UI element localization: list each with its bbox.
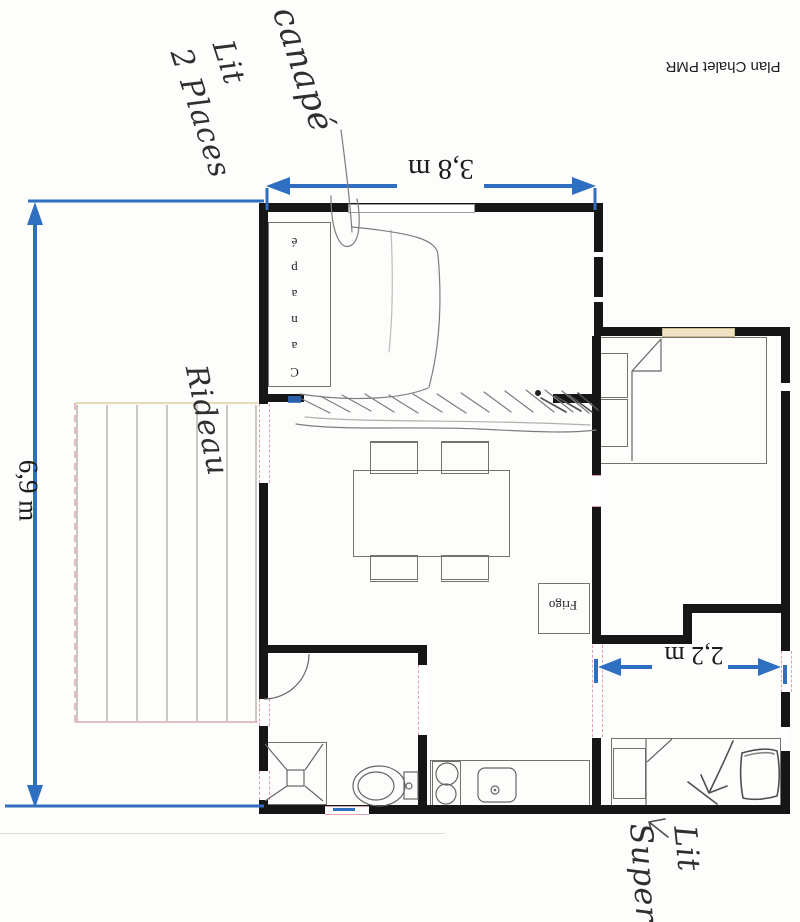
cooktop <box>432 761 461 807</box>
toilet-bowl <box>352 765 406 807</box>
window-left-mid <box>259 699 270 726</box>
window-top-wall <box>348 204 475 213</box>
wall-bathroom-top <box>262 645 427 653</box>
wall-interior-upper <box>592 336 601 475</box>
window-right-lower <box>781 727 790 751</box>
wall-right-outer <box>781 327 790 814</box>
fridge-label: Frigo <box>548 598 578 613</box>
note-bunk-lit: Lit <box>666 824 707 874</box>
wall-l-upper <box>683 604 789 613</box>
curtain-rod-end-dot <box>535 390 541 396</box>
toilet-seat <box>357 771 395 801</box>
wall-bathroom-right-b <box>418 735 427 814</box>
wall-stub-living <box>553 394 600 403</box>
dimension-height <box>5 199 264 808</box>
window-bottom-glass <box>333 808 355 811</box>
wall-left <box>259 203 268 814</box>
note-lit: Lit <box>204 36 252 90</box>
wall-bottom <box>262 805 790 814</box>
wall-gap-a <box>594 252 603 257</box>
window-interior-glass <box>594 659 598 683</box>
wall-stub-sofa <box>262 394 304 402</box>
window-right-small <box>781 383 790 391</box>
dining-table <box>353 470 510 557</box>
wall-l-lower <box>592 635 692 644</box>
sofa-bed <box>268 222 331 387</box>
page-title: Plan Chalet PMR <box>665 58 781 75</box>
sofa-label: Canapé <box>287 224 302 380</box>
window-bedroom-top <box>662 328 735 337</box>
window-left-bay <box>259 404 270 483</box>
wall-right-upper <box>594 203 603 336</box>
scan-artifact-line <box>0 833 445 834</box>
dimension-label-height: 6,9 m <box>13 459 44 522</box>
curtain-rail-mark <box>288 396 301 403</box>
shower-tray <box>263 742 327 805</box>
note-rideau: Rideau <box>177 362 236 480</box>
toilet-flush <box>405 782 413 790</box>
door-bathroom <box>418 665 428 735</box>
door-bedroom <box>592 475 601 507</box>
wall-interior-lower <box>592 738 601 814</box>
note-bunk-superpose: Superposé <box>622 822 671 922</box>
nightstand <box>600 399 628 447</box>
wall-bathroom-right-a <box>418 645 427 665</box>
bunk-bed-head <box>613 748 646 799</box>
window-left-lower <box>259 771 270 800</box>
chair <box>441 555 489 582</box>
dimension-label-width-top: 3,8 m <box>407 153 475 185</box>
fridge <box>538 583 590 634</box>
window-interior-lower <box>592 645 603 737</box>
note-canape: canapé <box>263 2 342 138</box>
chair <box>441 441 489 474</box>
nightstand <box>600 353 628 398</box>
toilet-tank <box>403 771 419 800</box>
wall-gap-b <box>594 297 603 302</box>
window-right-mid-glass <box>783 665 787 684</box>
dimension-label-width-right: 2,2 m <box>664 641 724 670</box>
wall-l-step <box>683 604 692 644</box>
door-swing-arc <box>263 653 310 700</box>
wall-interior-mid <box>592 505 601 644</box>
chair <box>370 555 418 582</box>
chair <box>370 441 418 474</box>
